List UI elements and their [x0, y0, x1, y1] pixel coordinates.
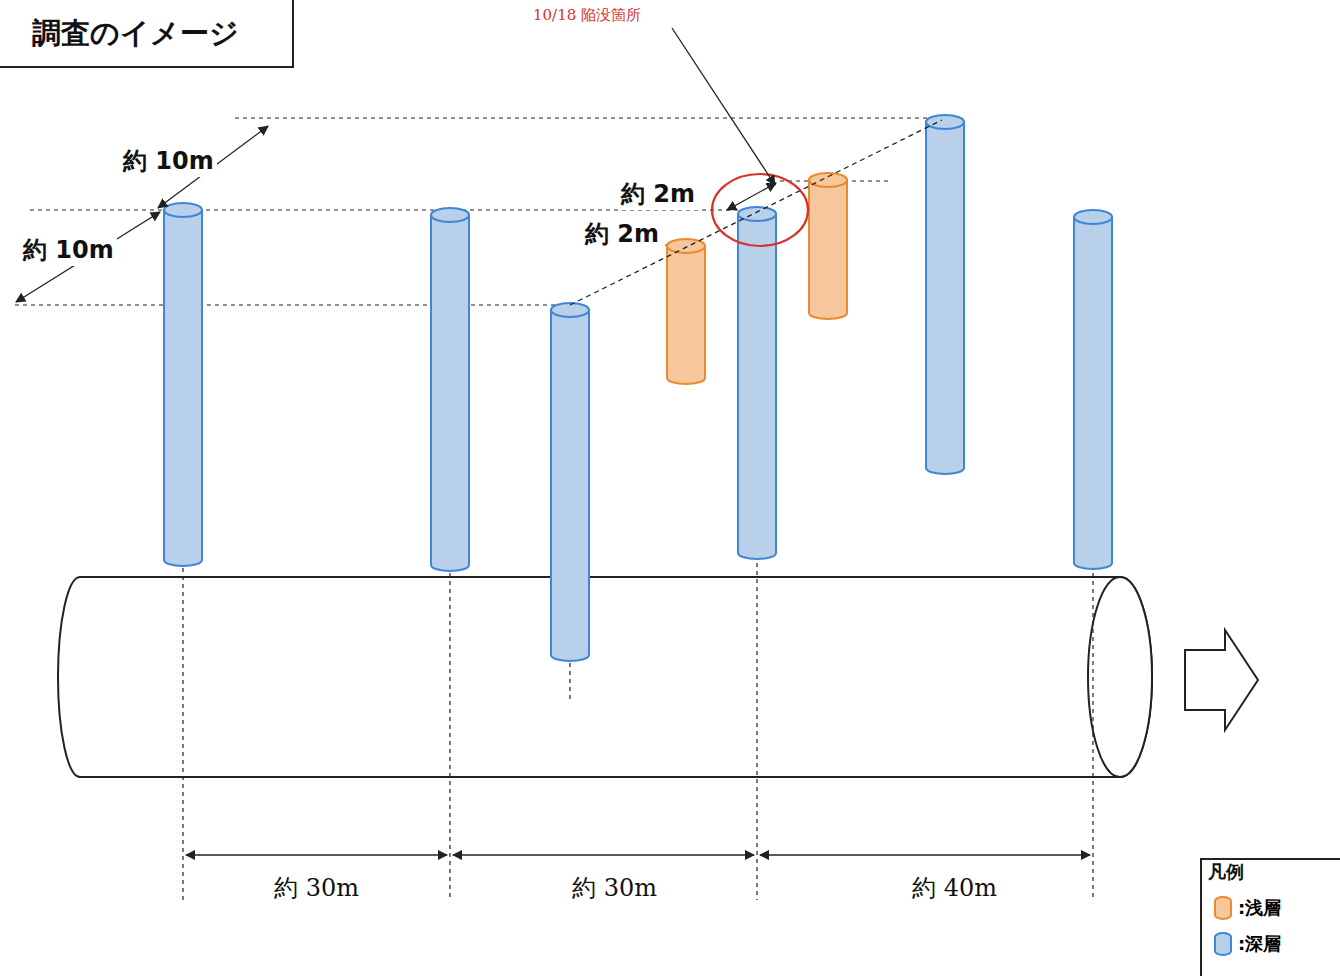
- legend-text: :浅層: [1238, 896, 1281, 920]
- alignment-line: [570, 120, 942, 305]
- callout-label: 10/18 陥没箇所: [530, 6, 644, 25]
- deep-columns: [164, 115, 1112, 661]
- title-text: 調査のイメージ: [32, 14, 239, 54]
- dimension-label: 約 40m: [909, 872, 1000, 904]
- dimension-label: 約 30m: [569, 872, 660, 904]
- dimension-label: 約 30m: [271, 872, 362, 904]
- pipe: [58, 577, 1258, 777]
- legend-swatch: [1214, 932, 1232, 956]
- title-box: 調査のイメージ: [0, 0, 294, 68]
- leader-line: [672, 28, 775, 185]
- sinkhole-circle: [712, 174, 808, 246]
- legend-row: :深層: [1214, 932, 1281, 956]
- dimension-arrows: [16, 126, 1090, 855]
- dimension-label: 約 2m: [582, 218, 662, 250]
- legend-title: 凡例: [1208, 860, 1244, 884]
- legend-text: :深層: [1238, 932, 1281, 956]
- legend-row: :浅層: [1214, 896, 1281, 920]
- dimension-label: 約 2m: [618, 178, 698, 210]
- dimension-label: 約 10m: [120, 145, 217, 177]
- legend-swatch: [1214, 896, 1232, 920]
- guide-lines: [15, 118, 1093, 900]
- dimension-label: 約 10m: [20, 234, 117, 266]
